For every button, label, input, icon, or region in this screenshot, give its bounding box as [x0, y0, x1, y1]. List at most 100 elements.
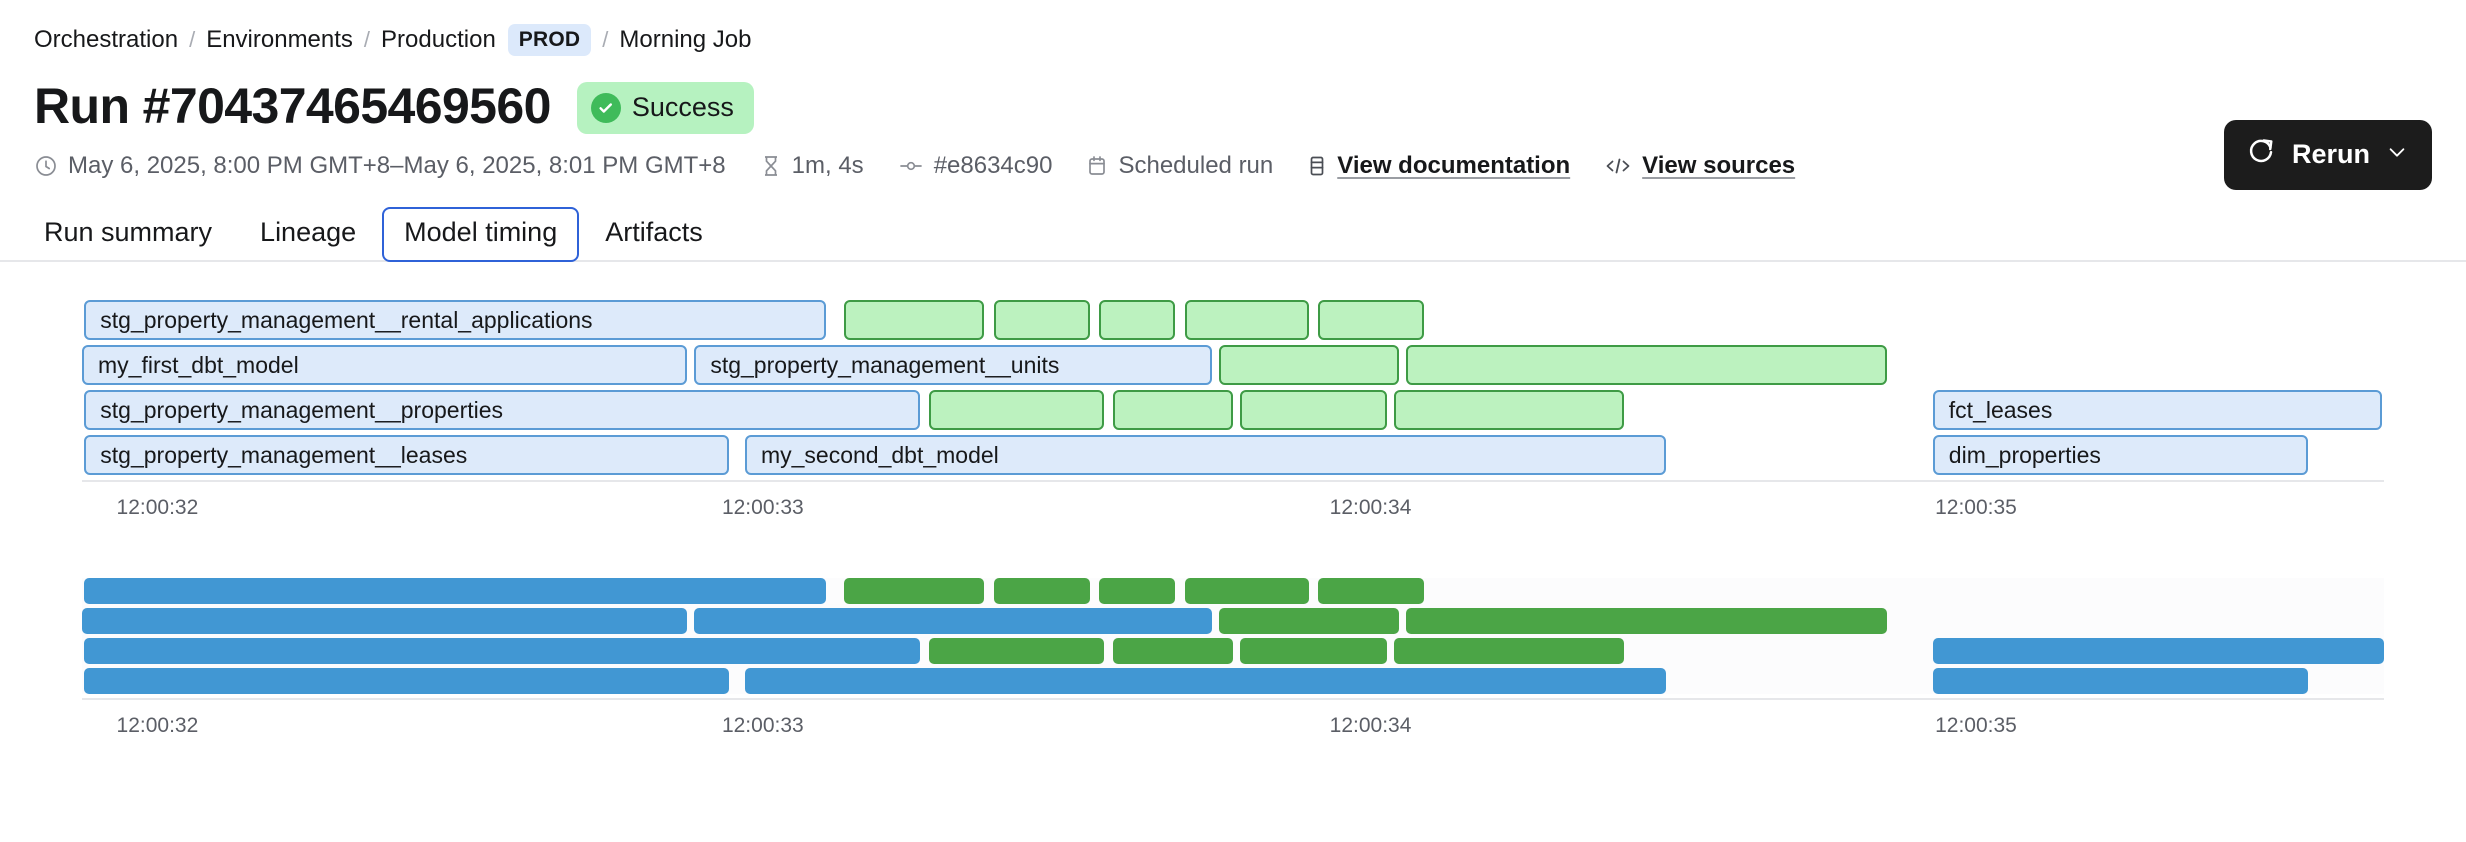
book-icon — [1307, 154, 1327, 178]
breadcrumb-item-environments[interactable]: Environments — [206, 26, 353, 53]
gantt-bar-segment[interactable] — [82, 608, 688, 634]
chevron-down-icon[interactable] — [2386, 139, 2408, 170]
gantt-bar-segment[interactable] — [1219, 345, 1399, 385]
gantt-bar-my_first_dbt_model[interactable]: my_first_dbt_model — [82, 345, 688, 385]
gantt-bar-segment[interactable] — [1113, 638, 1233, 664]
tab-run-summary[interactable]: Run summary — [22, 207, 234, 260]
meta-commit-value: #e8634c90 — [933, 152, 1053, 179]
time-axis: 12:00:32 12:00:33 12:00:34 12:00:35 — [82, 698, 2384, 744]
breadcrumb-separator: / — [363, 27, 371, 52]
view-documentation-label: View documentation — [1337, 152, 1571, 179]
meta-commit: #e8634c90 — [898, 152, 1053, 180]
axis-tick-label: 12:00:33 — [721, 496, 804, 519]
gantt-bar-segment[interactable] — [1405, 608, 1887, 634]
gantt-row — [82, 578, 2384, 604]
breadcrumb-separator: / — [189, 27, 196, 52]
gantt-bar-my_second_dbt_model[interactable]: my_second_dbt_model — [744, 435, 1666, 475]
gantt-bar-segment[interactable] — [1184, 578, 1309, 604]
gantt-bar-segment[interactable] — [1099, 300, 1176, 340]
gantt-bar-segment[interactable] — [1184, 300, 1309, 340]
gantt-bar-segment[interactable] — [843, 578, 985, 604]
gantt-bar-segment[interactable] — [993, 578, 1091, 604]
gantt-bar-stg_property_management__leases[interactable]: stg_property_management__leases — [84, 435, 729, 475]
run-metadata: May 6, 2025, 8:00 PM GMT+8–May 6, 2025, … — [0, 134, 2466, 180]
model-timing-gantt-solid: 12:00:32 12:00:33 12:00:34 12:00:35 — [82, 578, 2384, 744]
gantt-bar-segment[interactable] — [1113, 390, 1233, 430]
model-timing-gantt-labeled: stg_property_management__rental_applicat… — [82, 300, 2384, 526]
gantt-bar-segment[interactable] — [694, 608, 1213, 634]
gantt-bar-fct_leases[interactable]: fct_leases — [1932, 390, 2382, 430]
title-row: Run #70437465469560 Success — [0, 56, 2466, 134]
status-label: Success — [631, 92, 734, 122]
git-commit-icon — [898, 154, 924, 178]
meta-trigger: Scheduled run — [1086, 152, 1273, 180]
tab-artifacts[interactable]: Artifacts — [583, 207, 725, 260]
gantt-bar-segment[interactable] — [84, 668, 729, 694]
gantt-bar-segment[interactable] — [1932, 638, 2384, 664]
hourglass-icon — [760, 154, 782, 178]
gantt-bar-segment[interactable] — [929, 638, 1105, 664]
gantt-bar-segment[interactable] — [84, 638, 920, 664]
model-timing-charts: stg_property_management__rental_applicat… — [0, 300, 2466, 744]
axis-tick-label: 12:00:32 — [116, 496, 199, 519]
breadcrumb-separator: / — [602, 27, 609, 52]
gantt-bar-segment[interactable] — [744, 668, 1666, 694]
breadcrumb: Orchestration / Environments / Production PRO… — [0, 0, 2466, 56]
meta-timerange-value: May 6, 2025, 8:00 PM GMT+8–May 6, 2025, … — [68, 152, 726, 179]
axis-tick-label: 12:00:34 — [1329, 714, 1412, 737]
gantt-bar-segment[interactable] — [1239, 638, 1388, 664]
page-title: Run #70437465469560 — [34, 78, 551, 134]
gantt-row: stg_property_management__rental_applicat… — [82, 300, 2384, 340]
check-circle-icon — [590, 92, 621, 123]
view-documentation-link[interactable]: View documentation — [1307, 152, 1570, 180]
gantt-bar-segment[interactable] — [1318, 578, 1425, 604]
meta-duration-value: 1m, 4s — [791, 152, 864, 179]
gantt-row — [82, 608, 2384, 634]
axis-tick-label: 12:00:32 — [116, 714, 199, 737]
view-sources-link[interactable]: View sources — [1604, 152, 1795, 180]
gantt-bar-segment[interactable] — [1318, 300, 1425, 340]
clock-icon — [34, 154, 58, 178]
axis-tick-label: 12:00:34 — [1329, 496, 1412, 519]
gantt-bar-segment[interactable] — [84, 578, 826, 604]
view-sources-label: View sources — [1642, 152, 1796, 179]
breadcrumb-env-tag: PROD — [507, 24, 592, 56]
gantt-bar-segment[interactable] — [843, 300, 985, 340]
code-icon — [1604, 154, 1632, 178]
rerun-button[interactable]: Rerun — [2223, 120, 2432, 190]
gantt-bar-segment[interactable] — [929, 390, 1105, 430]
meta-timerange: May 6, 2025, 8:00 PM GMT+8–May 6, 2025, … — [34, 152, 726, 180]
gantt-bar-stg_property_management__units[interactable]: stg_property_management__units — [694, 345, 1213, 385]
gantt-bar-segment[interactable] — [1239, 390, 1388, 430]
rerun-label: Rerun — [2291, 139, 2370, 169]
gantt-row: stg_property_management__properties fct_l… — [82, 390, 2384, 430]
axis-tick-label: 12:00:35 — [1935, 496, 2017, 519]
gantt-bar-segment[interactable] — [1932, 668, 2309, 694]
gantt-bar-stg_property_management__rental_applications[interactable]: stg_property_management__rental_applicat… — [84, 300, 826, 340]
gantt-row — [82, 638, 2384, 664]
chart-plot-area: stg_property_management__rental_applicat… — [82, 300, 2384, 475]
gantt-bar-segment[interactable] — [1405, 345, 1887, 385]
meta-trigger-value: Scheduled run — [1118, 152, 1274, 179]
axis-tick-label: 12:00:33 — [721, 714, 804, 737]
gantt-bar-dim_properties[interactable]: dim_properties — [1932, 435, 2309, 475]
meta-duration: 1m, 4s — [760, 152, 864, 180]
tab-model-timing[interactable]: Model timing — [382, 207, 580, 262]
gantt-bar-segment[interactable] — [1099, 578, 1176, 604]
axis-tick-label: 12:00:35 — [1935, 714, 2017, 737]
breadcrumb-item-orchestration[interactable]: Orchestration — [34, 26, 179, 53]
status-badge: Success — [576, 82, 754, 134]
gantt-bar-stg_property_management__properties[interactable]: stg_property_management__properties — [84, 390, 920, 430]
gantt-row: stg_property_management__leases my_second… — [82, 435, 2384, 475]
gantt-bar-segment[interactable] — [1394, 638, 1625, 664]
time-axis: 12:00:32 12:00:33 12:00:34 12:00:35 — [82, 480, 2384, 526]
breadcrumb-item-morning-job: Morning Job — [619, 26, 752, 53]
gantt-bar-segment[interactable] — [1394, 390, 1625, 430]
tab-lineage[interactable]: Lineage — [238, 207, 378, 260]
breadcrumb-item-production[interactable]: Production — [381, 26, 496, 53]
gantt-bar-segment[interactable] — [993, 300, 1091, 340]
calendar-icon — [1086, 154, 1108, 178]
gantt-bar-segment[interactable] — [1219, 608, 1399, 634]
